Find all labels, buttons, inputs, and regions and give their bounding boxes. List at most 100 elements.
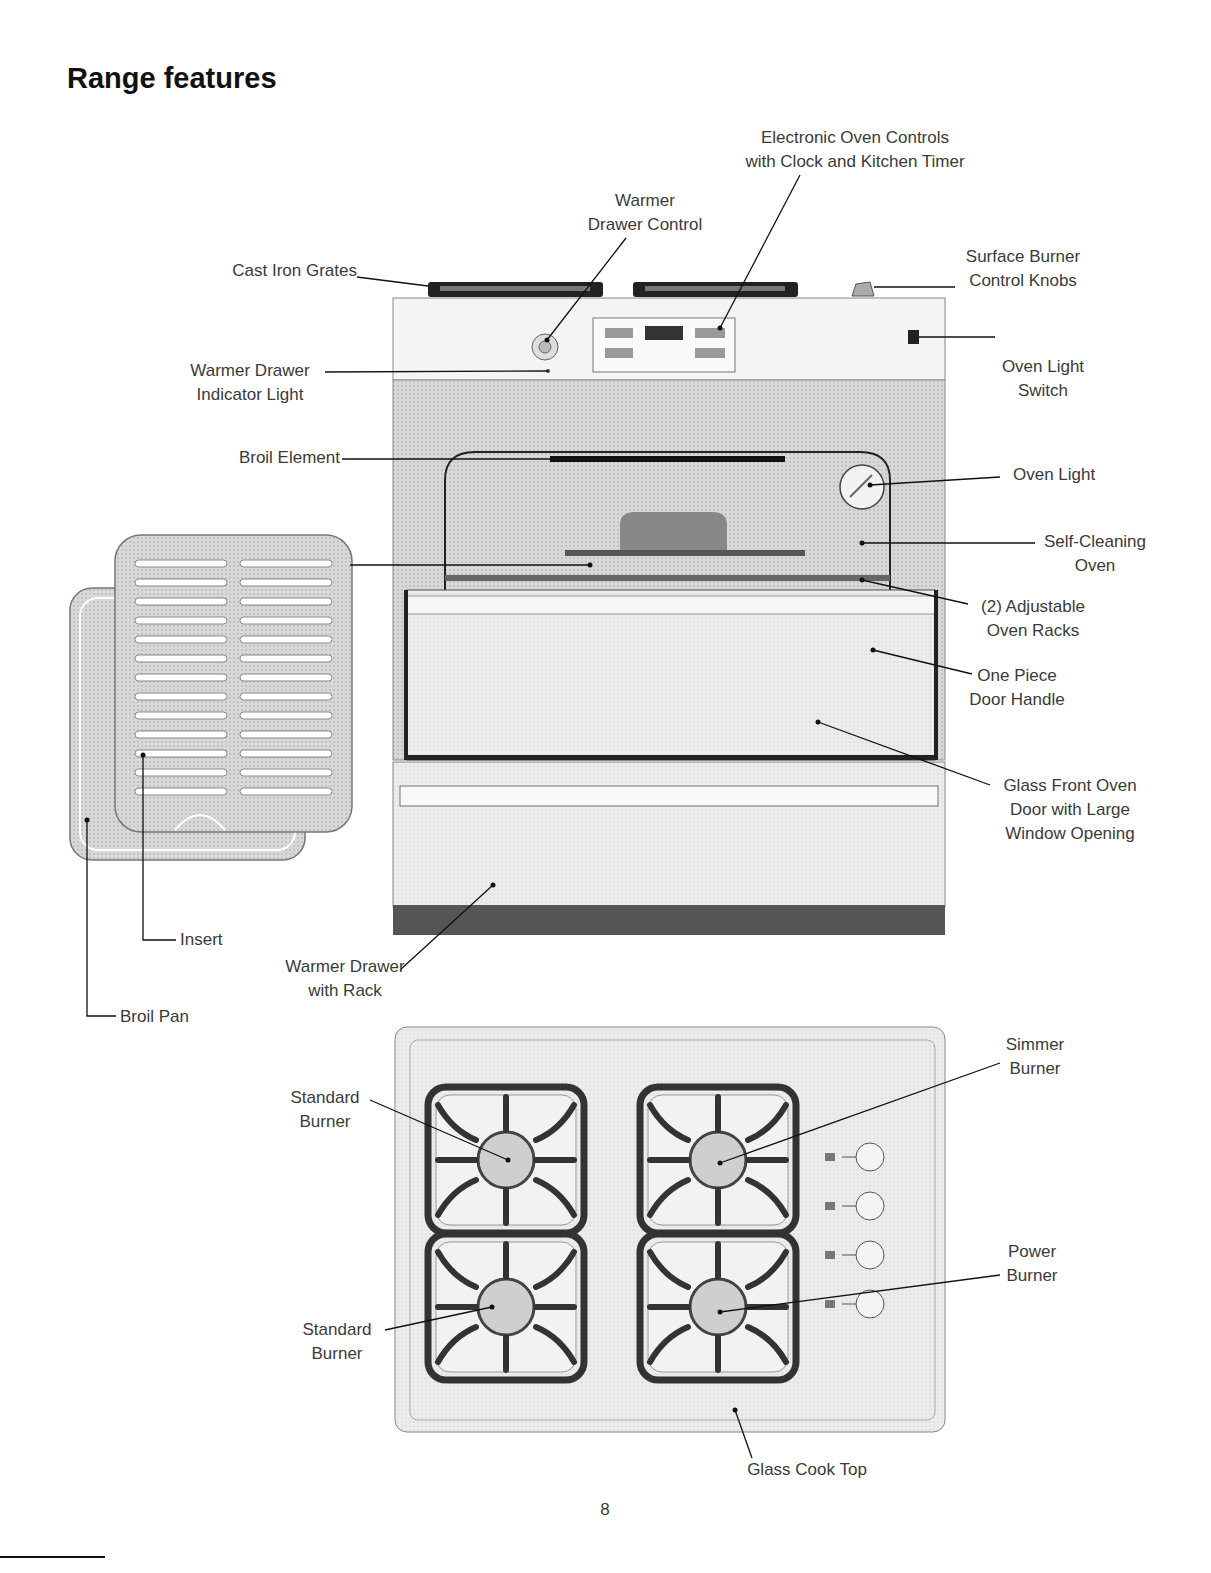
- grate-arm: [650, 1304, 688, 1310]
- leader-dot: [860, 541, 865, 546]
- leader-lines: [87, 175, 1035, 1458]
- part-label: Glass Cook Top: [717, 1458, 897, 1482]
- grate-arm: [650, 1327, 688, 1362]
- part-label: Standard Burner: [292, 1318, 382, 1366]
- leader-dot: [718, 1161, 723, 1166]
- insert-slot: [135, 731, 227, 738]
- grate-arm: [650, 1157, 688, 1163]
- insert-slot: [135, 598, 227, 605]
- grate-arm: [438, 1252, 476, 1287]
- electronic-control-pad: [593, 318, 735, 372]
- door-handle: [407, 596, 935, 614]
- drawer-handle: [400, 786, 938, 806]
- oven-door: [407, 590, 935, 760]
- grate-inner: [648, 1242, 788, 1372]
- leader-dot: [718, 1310, 723, 1315]
- grate-arm: [536, 1304, 574, 1310]
- footer-rule: [0, 1556, 105, 1558]
- burner: [428, 1234, 584, 1380]
- grate: [428, 1087, 584, 1233]
- cook-top-inner: [410, 1040, 935, 1420]
- grate-arm: [503, 1190, 509, 1223]
- insert-slot: [135, 617, 227, 624]
- burner-icon: [825, 1300, 835, 1308]
- burner-icon: [825, 1251, 835, 1259]
- leader-line: [400, 885, 493, 970]
- leader-line: [385, 1307, 492, 1330]
- cast-iron-grate: [428, 282, 603, 297]
- grate-arm: [503, 1337, 509, 1370]
- part-label: Insert: [180, 928, 280, 952]
- kick-plate: [393, 905, 945, 935]
- grate-arm: [438, 1304, 476, 1310]
- grate-arm: [536, 1327, 574, 1362]
- grate-arm: [536, 1105, 574, 1140]
- leader-line: [87, 820, 116, 1016]
- grate-inner: [436, 1242, 576, 1372]
- insert-slot: [135, 636, 227, 643]
- leader-dot: [491, 883, 496, 888]
- part-label: (2) Adjustable Oven Racks: [953, 595, 1113, 643]
- part-label: Power Burner: [987, 1240, 1077, 1288]
- door-edge: [404, 590, 408, 760]
- leader-dot: [506, 1158, 511, 1163]
- grate-arm: [438, 1327, 476, 1362]
- burner-icon: [825, 1202, 835, 1210]
- door-bottom: [407, 755, 935, 760]
- leader-line: [873, 650, 972, 674]
- leader-line: [720, 1275, 1000, 1312]
- grate-arm: [503, 1097, 509, 1130]
- door-edge: [934, 590, 938, 760]
- grate-arm: [748, 1157, 786, 1163]
- leader-dots: [85, 326, 876, 1413]
- burner: [428, 1087, 584, 1233]
- leader-dot: [588, 563, 593, 568]
- oven-rack: [445, 575, 890, 581]
- insert-slot: [240, 712, 332, 719]
- grate-inner: [648, 1095, 788, 1225]
- leader-line: [720, 175, 800, 328]
- burner-cap: [478, 1132, 534, 1188]
- burner-cap: [690, 1132, 746, 1188]
- control-panel: [393, 298, 945, 380]
- grate-arm: [536, 1157, 574, 1163]
- leader-line: [143, 755, 176, 940]
- leader-dot: [85, 818, 90, 823]
- grate-arm: [748, 1105, 786, 1140]
- grate: [640, 1087, 796, 1233]
- glass-cook-top: [395, 1027, 945, 1432]
- grate-inner: [436, 1095, 576, 1225]
- leader-dot: [816, 720, 821, 725]
- insert-slot: [240, 636, 332, 643]
- insert-slot: [240, 788, 332, 795]
- part-label: Self-Cleaning Oven: [1035, 530, 1155, 578]
- insert-slot: [240, 731, 332, 738]
- grate-arm: [438, 1180, 476, 1215]
- leader-dot: [545, 338, 550, 343]
- insert-slot: [135, 693, 227, 700]
- burner-grates: [428, 1087, 884, 1380]
- grate-arm: [715, 1244, 721, 1277]
- insert-slot: [135, 579, 227, 586]
- keypad: [605, 328, 633, 338]
- leader-dot: [718, 326, 723, 331]
- leader-dot: [871, 648, 876, 653]
- keypad: [695, 348, 725, 358]
- oven-interior-outline: [445, 452, 890, 590]
- grate-arm: [438, 1105, 476, 1140]
- part-label: Oven Light: [1013, 463, 1163, 487]
- insert-slot: [240, 598, 332, 605]
- grate-arm: [503, 1244, 509, 1277]
- leader-line: [818, 722, 990, 785]
- grate: [640, 1234, 796, 1380]
- grate-highlight: [440, 286, 590, 291]
- insert-slot: [135, 712, 227, 719]
- cast-iron-grate: [633, 282, 798, 297]
- grate-arm: [748, 1252, 786, 1287]
- broil-element: [550, 456, 785, 462]
- leader-line: [547, 238, 626, 340]
- grate-arm: [715, 1190, 721, 1223]
- control-knob: [856, 1290, 884, 1318]
- part-label: Electronic Oven Controls with Clock and …: [730, 126, 980, 174]
- keypad: [605, 348, 633, 358]
